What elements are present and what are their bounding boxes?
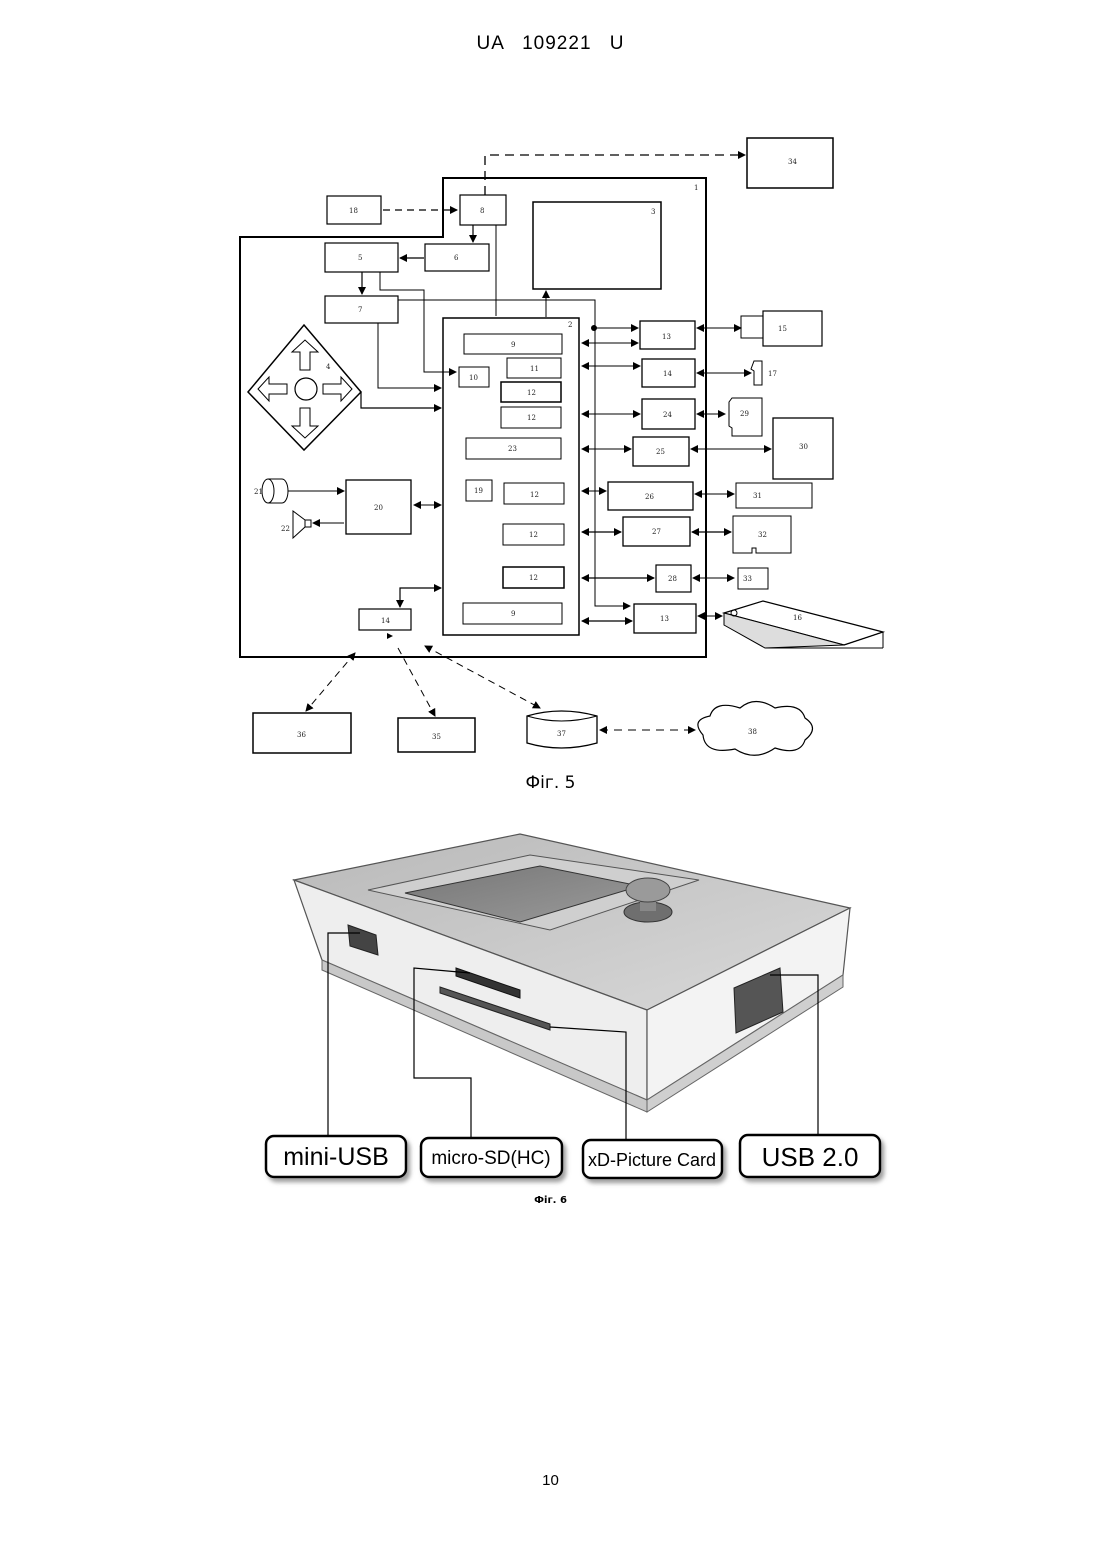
svg-text:USB 2.0: USB 2.0 bbox=[762, 1142, 859, 1172]
label-xd-picture-card: xD-Picture Card bbox=[583, 1140, 722, 1178]
svg-text:micro-SD(HC): micro-SD(HC) bbox=[431, 1148, 550, 1169]
svg-text:xD-Picture Card: xD-Picture Card bbox=[588, 1150, 716, 1170]
svg-text:mini-USB: mini-USB bbox=[283, 1143, 389, 1171]
label-usb-2-0: USB 2.0 bbox=[740, 1135, 880, 1177]
label-micro-sd: micro-SD(HC) bbox=[421, 1138, 562, 1177]
label-mini-usb: mini-USB bbox=[266, 1136, 406, 1177]
figure-6-caption: Фіг. 6 bbox=[0, 1195, 1101, 1206]
page-number: 10 bbox=[0, 1472, 1101, 1489]
